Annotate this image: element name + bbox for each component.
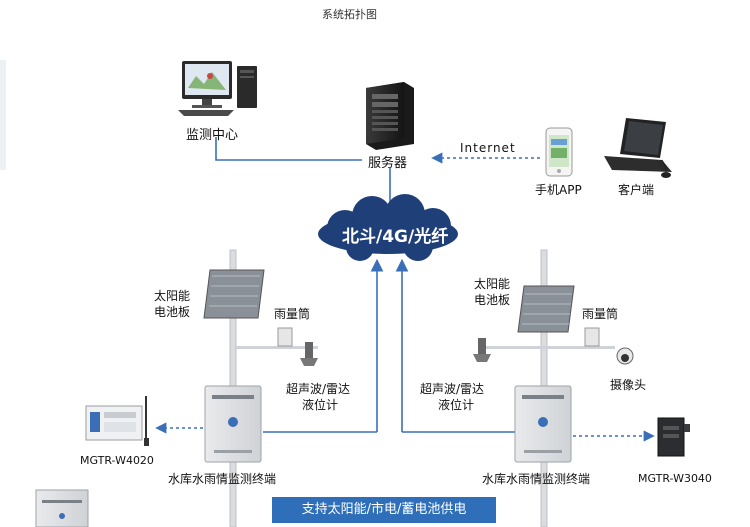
right-camera-label: 摄像头: [610, 378, 647, 392]
laptop: [604, 118, 672, 178]
monitoring-center-label: 监测中心: [186, 128, 239, 143]
edge-decoration: [0, 60, 6, 170]
right-solar-panel-label-2: 电池板: [474, 293, 511, 307]
left-solar-panel-label-1: 太阳能: [154, 289, 191, 303]
bottom-left-cabinet: [35, 489, 89, 527]
mgtr-w4020-device: [85, 396, 149, 446]
right-level-meter-label-2: 液位计: [438, 398, 475, 412]
right-terminal-label: 水库水雨情监测终端: [482, 472, 591, 486]
right-terminal-box: [514, 385, 572, 463]
line-center-to-server: [215, 137, 362, 161]
left-device-label: MGTR-W4020: [80, 454, 154, 467]
diagram-title: 系统拓扑图: [322, 8, 377, 21]
right-solar-panel-label-1: 太阳能: [474, 277, 511, 291]
server-label: 服务器: [368, 156, 408, 171]
connectors: [215, 137, 540, 206]
left-solar-panel-label-2: 电池板: [154, 305, 191, 319]
left-level-meter-label-1: 超声波/雷达: [286, 382, 351, 396]
left-level-meter-label-2: 液位计: [302, 398, 339, 412]
network-cloud: [318, 194, 458, 261]
left-terminal-box: [204, 385, 262, 463]
power-supply-banner: 支持太阳能/市电/蓄电池供电: [272, 497, 496, 523]
mobile-app-label: 手机APP: [535, 183, 582, 197]
left-rain-gauge-label: 雨量筒: [274, 307, 311, 321]
right-level-meter-label-1: 超声波/雷达: [420, 382, 485, 396]
right-device-label: MGTR-W3040: [638, 472, 712, 485]
monitoring-center-computer: [178, 61, 257, 116]
mgtr-w3040-device: [657, 417, 690, 457]
network-label: 北斗/4G/光纤: [342, 227, 449, 247]
right-rain-gauge-label: 雨量筒: [582, 307, 619, 321]
client-label: 客户端: [618, 183, 655, 197]
mobile-phone: [545, 127, 573, 177]
left-terminal-label: 水库水雨情监测终端: [168, 472, 277, 486]
server-tower: [366, 82, 414, 150]
internet-label: Internet: [460, 141, 516, 155]
